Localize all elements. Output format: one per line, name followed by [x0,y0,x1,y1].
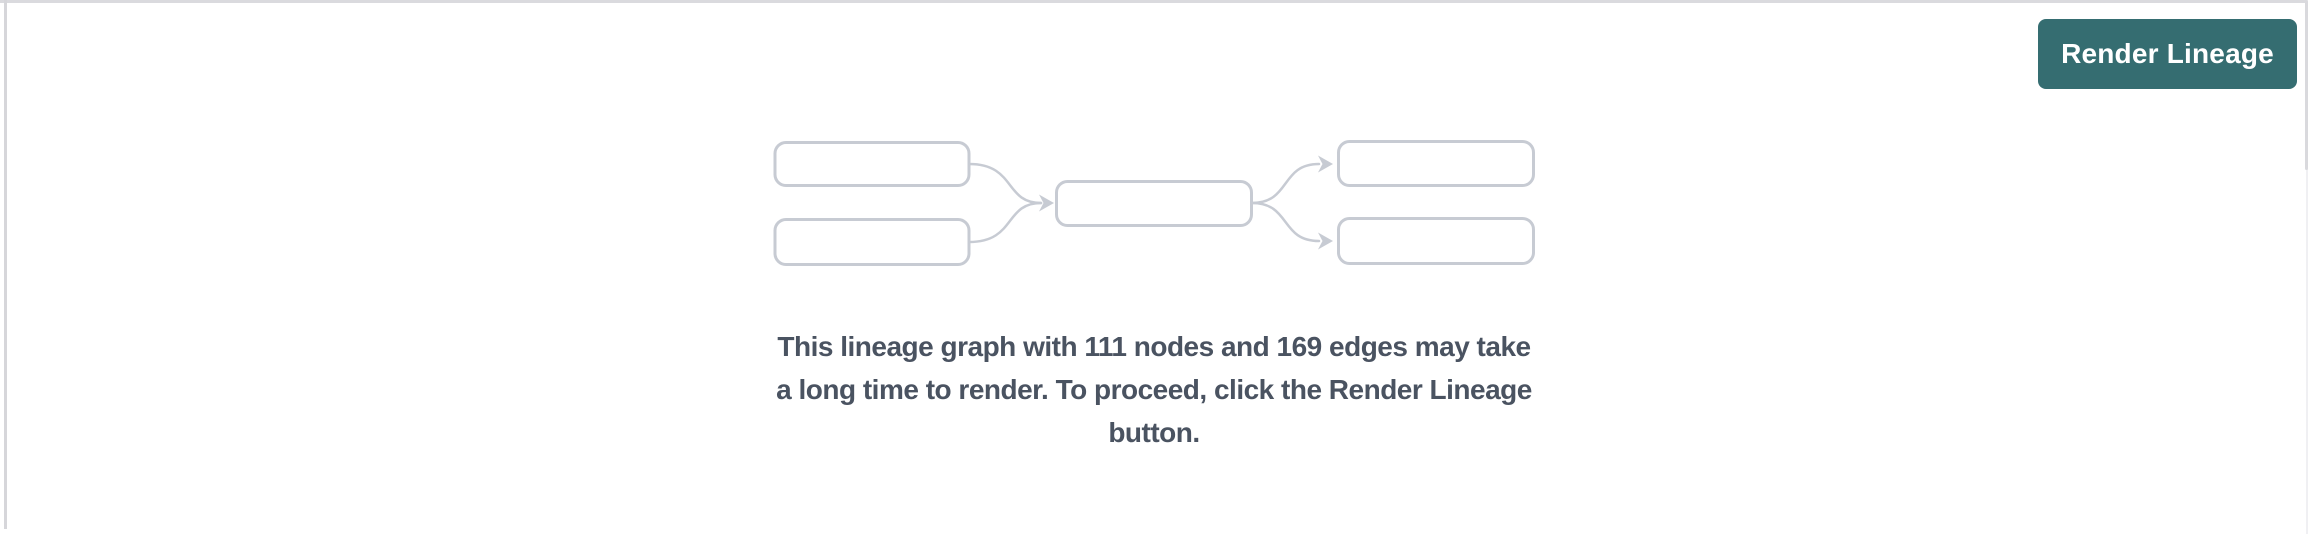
lineage-node-box [773,218,971,266]
lineage-node-box [773,141,971,187]
lineage-edge [1250,201,1321,243]
message-line: a long time to render. To proceed, click… [776,374,1532,405]
scrollbar-thumb[interactable] [2305,0,2308,170]
lineage-edge [967,162,1043,205]
scrollbar-track[interactable] [2306,0,2308,534]
edge-arrowhead-icon [1318,232,1333,250]
message-line: button. [1108,417,1200,448]
lineage-empty-state: This lineage graph with 111 nodes and 16… [773,140,1535,454]
render-lineage-button[interactable]: Render Lineage [2038,19,2297,89]
lineage-node-box [1337,217,1535,265]
lineage-node-box [1337,140,1535,187]
edge-arrowhead-icon [1039,194,1054,212]
lineage-node-box [1055,180,1253,227]
lineage-edge [967,201,1043,244]
panel-left-border [4,0,7,529]
lineage-edge [1250,162,1321,205]
message-line: This lineage graph with 111 nodes and 16… [777,331,1531,362]
edge-arrowhead-icon [1318,155,1333,173]
lineage-warning-message: This lineage graph with 111 nodes and 16… [773,325,1535,454]
lineage-graph-icon [773,140,1535,266]
panel-top-border [0,0,2308,3]
